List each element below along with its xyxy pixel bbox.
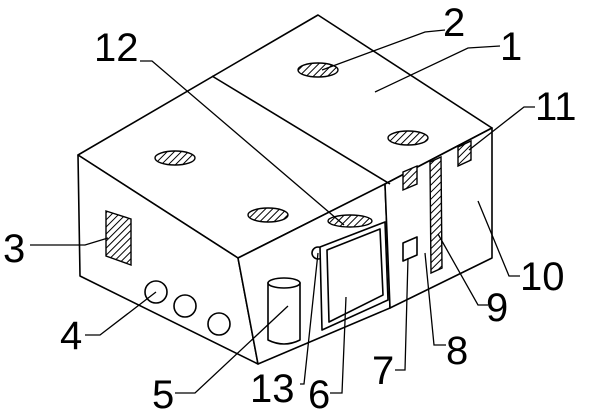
slot-right: [457, 139, 472, 168]
slot-left: [402, 164, 418, 192]
leader-lines: [30, 29, 535, 394]
label-4: 4: [60, 314, 82, 358]
label-6: 6: [308, 373, 330, 417]
vent-top-4: [247, 207, 289, 223]
label-1: 1: [500, 25, 522, 69]
leader-4: [85, 291, 157, 336]
label-13: 13: [250, 367, 295, 411]
leader-6: [330, 296, 347, 394]
display-window-inner: [326, 228, 384, 323]
left-face-parts: [105, 210, 231, 336]
leader-8: [424, 252, 446, 346]
end-panel-parts: [402, 139, 472, 275]
reference-numerals: 1 2 3 4 5 6 7 8 9 10 11 12 13: [3, 1, 577, 417]
top-vents: [154, 62, 429, 228]
side-grille: [105, 210, 132, 266]
leader-3: [30, 237, 109, 246]
vertical-bar: [429, 155, 443, 275]
leader-1: [374, 45, 501, 93]
lid-seam: [211, 75, 391, 185]
cylinder-top: [267, 277, 301, 289]
label-9: 9: [486, 286, 508, 330]
label-7: 7: [372, 349, 394, 393]
label-10: 10: [520, 255, 565, 299]
label-5: 5: [152, 373, 174, 417]
leader-2: [321, 29, 446, 71]
round-port-3: [207, 312, 231, 336]
leader-7: [395, 257, 409, 371]
label-12: 12: [94, 26, 139, 70]
label-11: 11: [535, 85, 577, 129]
front-face-parts: [267, 221, 389, 345]
leader-9: [437, 233, 488, 306]
vent-top-2: [387, 130, 429, 146]
vent-top-5: [327, 214, 373, 228]
small-button: [402, 236, 418, 262]
leader-5: [175, 305, 289, 394]
vent-top-1: [297, 62, 339, 78]
label-8: 8: [446, 329, 468, 373]
leader-13: [300, 252, 319, 385]
vent-top-3: [154, 150, 196, 166]
leader-10: [477, 200, 520, 277]
display-window-outer: [319, 221, 389, 331]
leader-12: [140, 60, 345, 226]
cylinder-container: [267, 282, 301, 345]
label-2: 2: [443, 1, 465, 45]
label-3: 3: [3, 227, 25, 271]
round-port-2: [173, 294, 197, 318]
leader-11: [468, 106, 535, 151]
